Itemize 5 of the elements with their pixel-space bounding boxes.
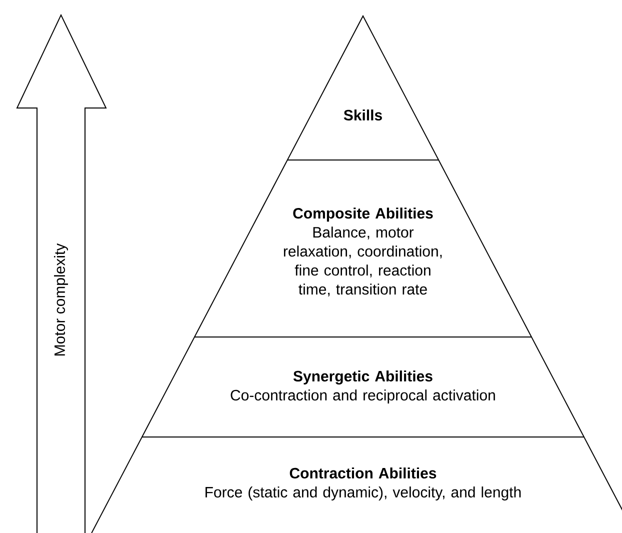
pyramid-level: Composite Abilities Balance, motor relaxation, coordination, fine control, reaction time, transition rate	[194, 160, 532, 338]
axis-label: Motor complexity	[54, 243, 68, 356]
pyramid-level: Synergetic Abilities Co-contraction and reciprocal activation	[142, 336, 584, 438]
pyramid-level: Skills	[286, 14, 440, 160]
pyramid-level: Contraction Abilities Force (static and dynamic), velocity, and length	[91, 436, 622, 533]
